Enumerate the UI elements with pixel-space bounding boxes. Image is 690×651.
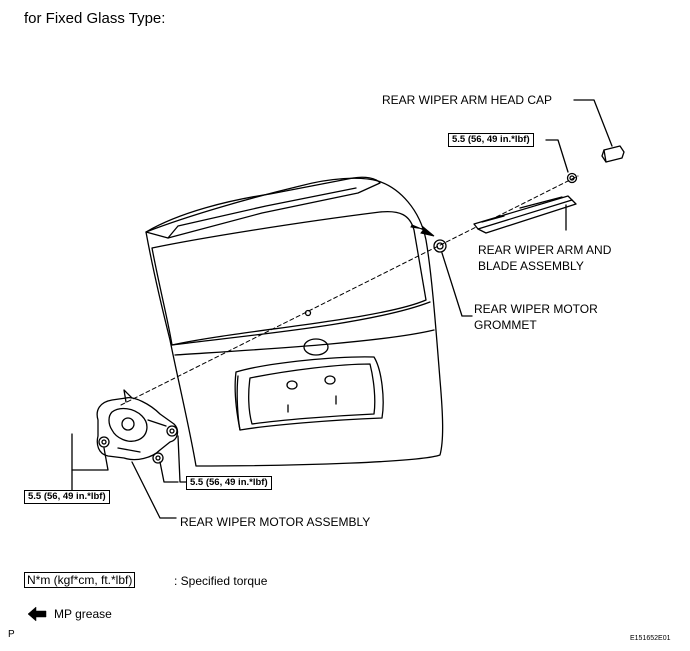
- wiper-motor-assembly: [96, 389, 179, 464]
- grommet-label-line2: GROMMET: [474, 318, 537, 332]
- head-cap-leader: [573, 99, 613, 147]
- nut: [566, 172, 578, 184]
- arm-blade-label-line2: BLADE ASSEMBLY: [478, 259, 584, 273]
- torque-spec-motor-left: 5.5 (56, 49 in.*lbf): [24, 490, 110, 504]
- torque-spec-motor-right: 5.5 (56, 49 in.*lbf): [186, 476, 272, 490]
- motor-label: REAR WIPER MOTOR ASSEMBLY: [180, 515, 371, 529]
- head-cap: [601, 145, 625, 163]
- back-door-outline: [145, 177, 444, 467]
- spoiler: [145, 176, 381, 239]
- emblem: [303, 338, 329, 356]
- legend-unit-text: : Specified torque: [174, 574, 268, 588]
- license-plate-recess: [234, 356, 384, 431]
- arm-blade-label-line1: REAR WIPER ARM AND: [478, 243, 612, 257]
- figure-code: E151652E01: [630, 635, 671, 642]
- page-letter: P: [8, 629, 15, 640]
- grease-arrow: [410, 224, 435, 237]
- nut-leader: [545, 139, 569, 173]
- grommet-label-line1: REAR WIPER MOTOR: [474, 302, 598, 316]
- right-bracket: [177, 435, 187, 483]
- torque-spec-nut: 5.5 (56, 49 in.*lbf): [448, 133, 534, 147]
- legend-grease-text: MP grease: [54, 607, 112, 621]
- alignment-line: [120, 175, 579, 406]
- wiper-arm-blade: [473, 195, 577, 234]
- grommet: [433, 239, 447, 253]
- motor-leader: [131, 461, 177, 519]
- head-cap-label: REAR WIPER ARM HEAD CAP: [382, 93, 553, 107]
- legend-unit-box: N*m (kgf*cm, ft.*lbf): [24, 572, 136, 588]
- grommet-leader: [441, 252, 473, 317]
- legend-grease-arrow: [27, 606, 47, 622]
- rear-glass: [151, 210, 427, 346]
- page-title: for Fixed Glass Type:: [24, 10, 166, 27]
- left-bracket: [71, 433, 109, 471]
